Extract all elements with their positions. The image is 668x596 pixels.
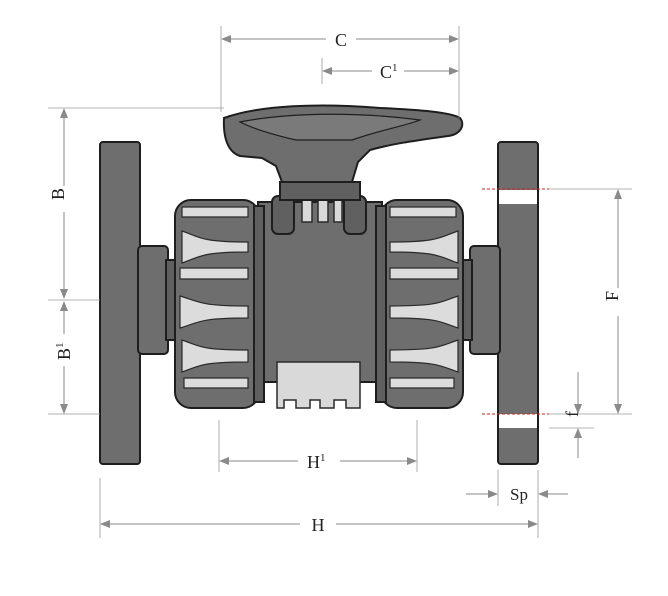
label-b1: B1 [54, 342, 74, 360]
valve-drawing [99, 104, 539, 465]
dimension-f-small: f [549, 372, 594, 458]
dimension-h: H [99, 478, 539, 538]
right-union-collar [375, 205, 387, 403]
right-flange-hub [469, 245, 501, 355]
dimension-c: C [220, 26, 460, 118]
label-c: C [335, 30, 347, 50]
right-flange-bolt-hole-top [499, 190, 537, 204]
left-nut-ribs [179, 206, 249, 389]
right-flange-bolt-hole-bottom [499, 414, 537, 428]
label-b: B [48, 188, 68, 200]
label-h: H [312, 515, 325, 535]
mounting-pad [276, 361, 361, 409]
left-union-collar [253, 205, 265, 403]
right-nut-ribs [389, 206, 459, 389]
dimension-b1: B1 [48, 299, 100, 415]
label-h1: H1 [307, 452, 326, 472]
left-flange-hub [137, 245, 169, 355]
dimension-sp: Sp [466, 470, 568, 506]
dimension-f-large: F [549, 188, 632, 415]
label-f-small: f [562, 411, 582, 417]
valve-stem [271, 181, 367, 235]
label-f-large: F [602, 291, 622, 301]
dimension-c1: C1 [321, 58, 459, 84]
dimension-h1: H1 [218, 420, 418, 472]
dimension-b: B [48, 107, 224, 299]
label-sp: Sp [510, 485, 528, 504]
valve-handle-inner [238, 113, 423, 141]
left-flange [99, 141, 141, 465]
label-c1: C1 [380, 62, 398, 82]
